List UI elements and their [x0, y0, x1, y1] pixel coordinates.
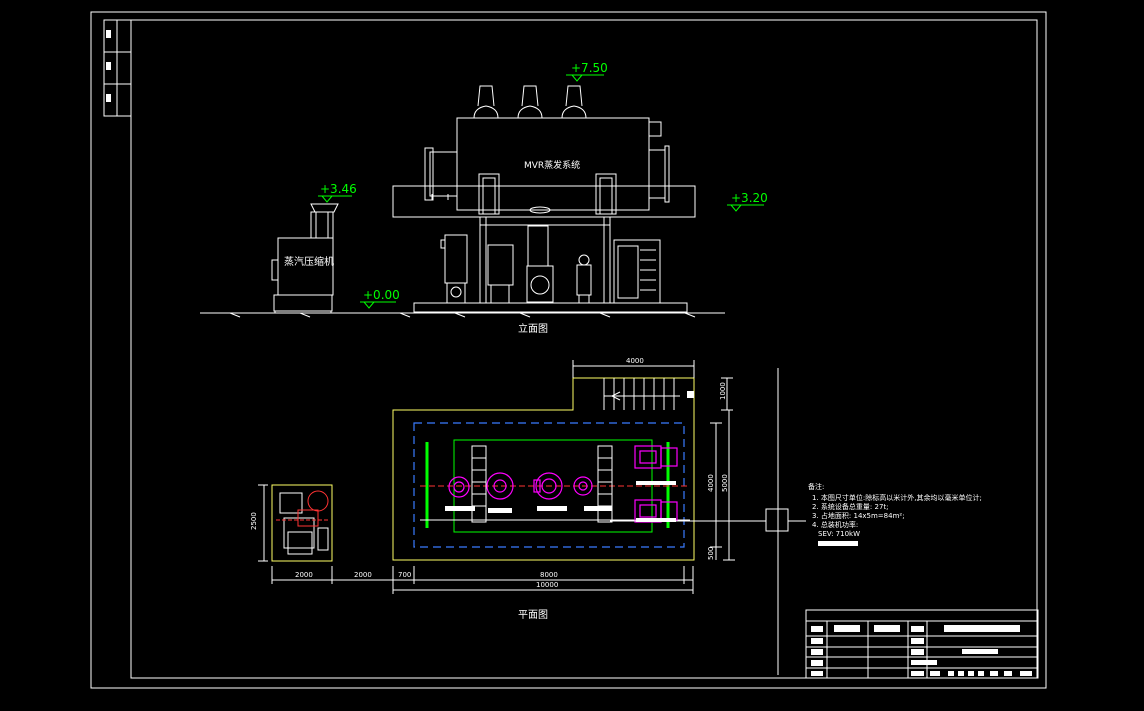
level-platform: +3.20 — [731, 191, 768, 205]
evaporator-body — [424, 117, 670, 215]
notes-line-1: 1. 本图尺寸单位:除标高以米计外,其余均以毫米单位计; — [812, 493, 982, 502]
dim-comp-width: 2000 — [295, 571, 313, 579]
level-compressor: +3.46 — [320, 182, 357, 196]
plan-view: 4000 1000 4000 5000 500 2500 2000 2000 7… — [250, 357, 806, 675]
section-marker — [610, 368, 806, 675]
pipe-racks — [471, 445, 613, 523]
notes-line-2: 2. 系统设备总重量: 27t; — [812, 502, 889, 511]
notes-heading: 备注: — [808, 482, 824, 491]
notes-redaction — [818, 541, 858, 546]
dashed-grid — [413, 422, 685, 548]
title-block-fills — [811, 625, 1032, 676]
notes-line-3: 3. 占地面积: 14x5m=84m²; — [812, 511, 905, 520]
notes-line-5: SEV: 710kW — [818, 530, 860, 538]
compressor-label: 蒸汽压缩机 — [284, 255, 334, 268]
system-label: MVR蒸发系统 — [524, 159, 580, 171]
dim-outer-depth: 5000 — [721, 474, 729, 492]
under-platform-equipment — [440, 225, 661, 304]
dim-stair-width: 4000 — [626, 357, 644, 365]
stair-marker — [687, 391, 694, 398]
equipment-tags — [445, 481, 676, 522]
steam-compressor-elevation — [271, 203, 339, 313]
stair-treads — [603, 378, 680, 410]
compressor-plan-outline — [271, 484, 333, 562]
level-ground: +0.00 — [363, 288, 400, 302]
platform-structure — [392, 185, 696, 313]
plan-outline — [392, 377, 695, 561]
title-block — [805, 609, 1039, 679]
dim-total-width: 10000 — [536, 581, 558, 589]
plan-dimension-labels: 4000 1000 4000 5000 500 2500 2000 2000 7… — [250, 357, 729, 589]
plan-dimensions — [258, 360, 735, 594]
ground-hatch — [229, 312, 696, 318]
dim-stair-depth: 1000 — [719, 382, 727, 400]
dim-gap: 2000 — [354, 571, 372, 579]
compressor-plan-detail — [276, 490, 329, 555]
notes-block: 备注: 1. 本图尺寸单位:除标高以米计外,其余均以毫米单位计; 2. 系统设备… — [808, 482, 982, 546]
dim-comp-height: 2500 — [250, 512, 258, 530]
top-separators — [472, 85, 588, 119]
elevation-markers — [318, 74, 764, 309]
level-top: +7.50 — [571, 61, 608, 75]
dim-margin: 700 — [398, 571, 411, 579]
dim-edge-depth: 500 — [707, 547, 715, 560]
binding-strip-marks — [106, 30, 111, 102]
dim-inner-width: 8000 — [540, 571, 558, 579]
sheet-frame — [90, 11, 1047, 689]
dim-inner-depth: 4000 — [707, 474, 715, 492]
elevation-title: 立面图 — [518, 322, 548, 335]
notes-line-4: 4. 总装机功率: — [812, 520, 858, 529]
plan-title: 平面图 — [518, 609, 548, 621]
elevation-view: 蒸汽压缩机 MVR蒸发系统 — [200, 61, 768, 335]
